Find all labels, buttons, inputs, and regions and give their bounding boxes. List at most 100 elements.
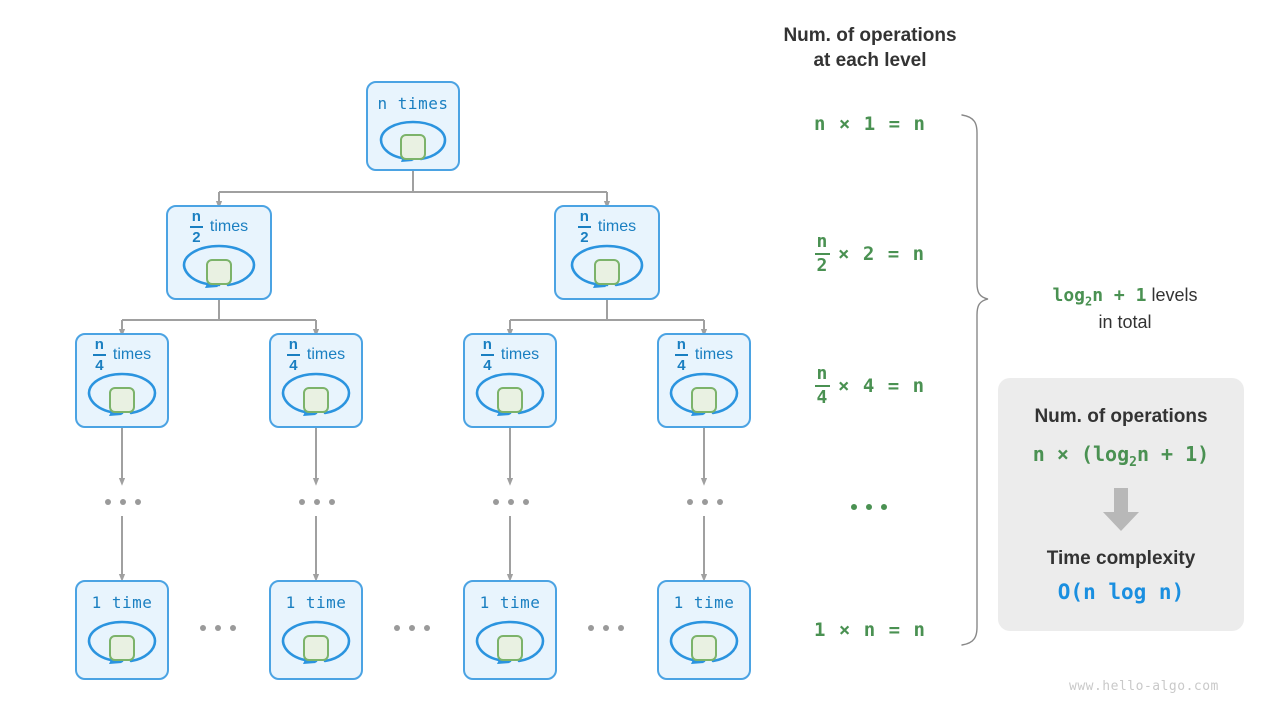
vertical-ellipsis-1 xyxy=(105,499,141,505)
loop-body-box xyxy=(303,387,329,413)
dot xyxy=(717,499,723,505)
dot xyxy=(299,499,305,505)
dot xyxy=(200,625,206,631)
tree-node-root[interactable]: n times xyxy=(366,81,460,171)
tree-node-l4-1[interactable]: 1 time xyxy=(75,580,169,680)
loop-illustration xyxy=(168,240,270,298)
tree-node-l3-2[interactable]: n 4 times xyxy=(269,333,363,428)
fraction: n 4 xyxy=(286,336,300,374)
info-complexity-value: O(n log n) xyxy=(1057,580,1185,604)
dot xyxy=(618,625,624,631)
dot xyxy=(508,499,514,505)
node-label: n times xyxy=(377,93,449,113)
loop-body-box xyxy=(497,387,523,413)
dot xyxy=(603,625,609,631)
fraction: n 4 xyxy=(814,362,830,409)
loop-illustration xyxy=(77,368,167,426)
tree-node-l3-1[interactable]: n 4 times xyxy=(75,333,169,428)
dot xyxy=(135,499,141,505)
operations-row-ellipsis xyxy=(851,504,887,510)
loop-illustration xyxy=(271,615,361,678)
fraction-bar xyxy=(286,354,300,356)
node-label: n 4 times xyxy=(92,336,152,374)
info-formula-operations: n × (log2n + 1) xyxy=(1032,442,1210,470)
operations-row-level-last: 1 × n = n xyxy=(790,616,950,644)
dot xyxy=(215,625,221,631)
fraction-bar xyxy=(480,354,494,356)
loop-body-box xyxy=(497,635,523,661)
loop-body-box xyxy=(303,635,329,661)
loop-illustration xyxy=(368,116,458,169)
loop-body-box xyxy=(691,387,717,413)
info-heading-complexity: Time complexity xyxy=(1046,548,1196,569)
operations-row-text: × 4 = n xyxy=(837,375,926,397)
operations-row-text: 1 × n = n xyxy=(814,619,926,641)
loop-body-box xyxy=(109,387,135,413)
summary-info-box: Num. of operations n × (log2n + 1) Time … xyxy=(998,378,1244,631)
fraction-bar xyxy=(577,226,591,228)
watermark: www.hello-algo.com xyxy=(1069,679,1219,694)
dot xyxy=(866,504,872,510)
dot xyxy=(702,499,708,505)
loop-illustration xyxy=(271,368,361,426)
tree-node-l2-1[interactable]: n 2 times xyxy=(166,205,272,300)
fraction: n 4 xyxy=(92,336,106,374)
loop-body-box xyxy=(206,259,232,285)
node-label: n 2 times xyxy=(189,208,249,246)
loop-illustration xyxy=(659,368,749,426)
operations-row-level2: n 2 × 2 = n xyxy=(790,232,950,275)
dot xyxy=(230,625,236,631)
dot xyxy=(523,499,529,505)
dot xyxy=(409,625,415,631)
loop-body-box xyxy=(400,134,426,160)
dot xyxy=(120,499,126,505)
operations-row-text: n × 1 = n xyxy=(814,113,926,135)
tree-node-l3-3[interactable]: n 4 times xyxy=(463,333,557,428)
loop-body-box xyxy=(594,259,620,285)
node-label: 1 time xyxy=(479,592,541,612)
fraction-bar xyxy=(674,354,688,356)
loop-body-box xyxy=(109,635,135,661)
fraction: n 2 xyxy=(189,208,203,246)
dot xyxy=(314,499,320,505)
dot xyxy=(881,504,887,510)
dot xyxy=(105,499,111,505)
operations-row-level1: n × 1 = n xyxy=(790,110,950,138)
node-label: 1 time xyxy=(673,592,735,612)
node-label: 1 time xyxy=(91,592,153,612)
tree-node-l2-2[interactable]: n 2 times xyxy=(554,205,660,300)
fraction-bar xyxy=(814,252,830,256)
loop-illustration xyxy=(77,615,167,678)
horizontal-ellipsis-3 xyxy=(588,625,624,631)
vertical-ellipsis-3 xyxy=(493,499,529,505)
operations-row-text: × 2 = n xyxy=(837,243,926,265)
tree-node-l4-4[interactable]: 1 time xyxy=(657,580,751,680)
dot xyxy=(329,499,335,505)
loop-illustration xyxy=(465,368,555,426)
fraction: n 2 xyxy=(814,230,830,277)
dot xyxy=(588,625,594,631)
loop-illustration xyxy=(556,240,658,298)
loop-illustration xyxy=(659,615,749,678)
loop-illustration xyxy=(465,615,555,678)
dot xyxy=(394,625,400,631)
node-label: n 2 times xyxy=(577,208,637,246)
tree-node-l3-4[interactable]: n 4 times xyxy=(657,333,751,428)
vertical-ellipsis-4 xyxy=(687,499,723,505)
levels-total-note: log2n + 1 levels in total xyxy=(1000,283,1250,334)
dot xyxy=(851,504,857,510)
fraction: n 4 xyxy=(674,336,688,374)
down-arrow-icon xyxy=(1101,488,1141,532)
dot xyxy=(424,625,430,631)
node-label: 1 time xyxy=(285,592,347,612)
dot xyxy=(687,499,693,505)
node-label: n 4 times xyxy=(286,336,346,374)
operations-column-heading: Num. of operations at each level xyxy=(783,25,957,71)
tree-node-l4-3[interactable]: 1 time xyxy=(463,580,557,680)
fraction: n 2 xyxy=(577,208,591,246)
node-label: n 4 times xyxy=(480,336,540,374)
node-label: n 4 times xyxy=(674,336,734,374)
loop-body-box xyxy=(691,635,717,661)
tree-node-l4-2[interactable]: 1 time xyxy=(269,580,363,680)
